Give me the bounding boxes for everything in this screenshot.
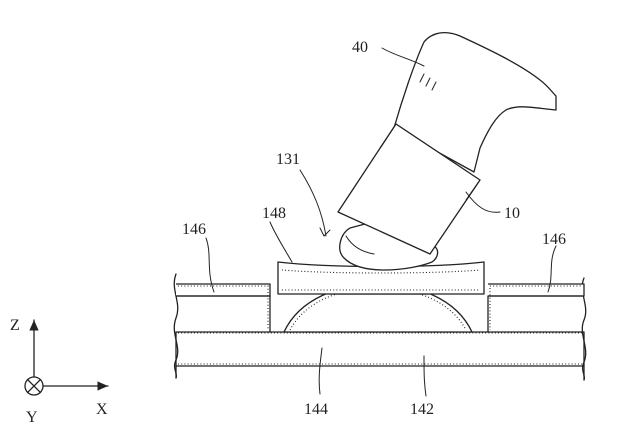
label-dome: 144 (304, 401, 328, 418)
axis-y-label: Y (26, 409, 38, 426)
coordinate-axes: Z Y X (10, 317, 108, 426)
label-side-left: 146 (182, 221, 206, 238)
label-cap: 131 (276, 151, 300, 168)
label-finger: 40 (352, 39, 368, 56)
side-wall-right (488, 284, 584, 332)
label-pad: 148 (262, 205, 286, 222)
finger (340, 33, 556, 270)
axis-z-label: Z (10, 317, 20, 334)
side-wall-left (176, 284, 270, 332)
label-side-right: 146 (542, 231, 566, 248)
axis-x-label: X (96, 401, 108, 418)
label-sleeve: 10 (504, 205, 520, 222)
label-base: 142 (410, 401, 434, 418)
